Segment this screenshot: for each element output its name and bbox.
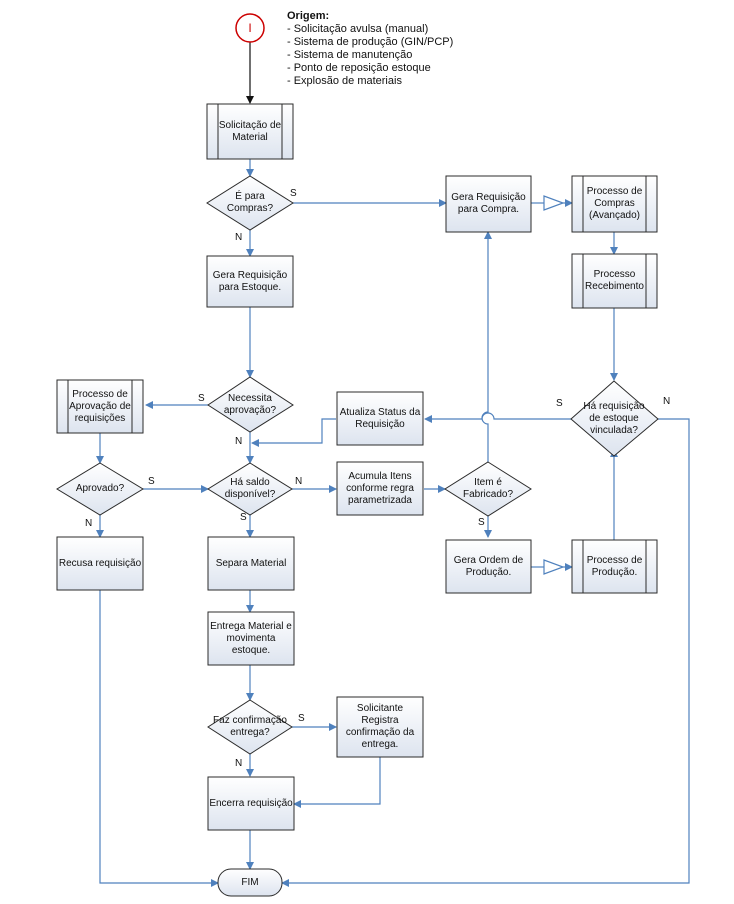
edge-label-saldo-n: N <box>295 476 303 487</box>
faz-confirmacao-decision <box>207 699 293 755</box>
fim-terminator <box>217 868 283 897</box>
separa-label: Separa Material <box>215 557 287 569</box>
solicitacao-label: Solicitação de Material <box>218 119 282 143</box>
edge-label-vinc-n: N <box>663 396 671 407</box>
item-fabricado-decision <box>444 461 532 517</box>
ha-saldo-decision <box>207 462 293 516</box>
ha-saldo-label: Há saldo disponível? <box>224 477 276 500</box>
item-fabricado-label: Item é Fabricado? <box>462 477 514 500</box>
entrega-node <box>207 611 295 666</box>
necessita-aprovacao-label: Necessita aprovação? <box>223 393 277 416</box>
processo-compras-label: Processo de Compras (Avançado) <box>586 186 643 221</box>
gera-ordem-label: Gera Ordem de Produção. <box>453 554 524 578</box>
separa-node <box>207 536 295 591</box>
fim-label: FIM <box>241 876 259 888</box>
e-para-compras-label: É para Compras? <box>226 191 274 214</box>
aprovado-decision <box>56 462 144 516</box>
edge-label-conf-s: S <box>298 713 305 724</box>
edge-vinculada-s <box>424 412 571 423</box>
gera-req-compra-node <box>445 175 532 233</box>
edge-vinculada-n <box>281 418 690 887</box>
processo-recebimento-node <box>571 253 658 309</box>
processo-compras-node <box>571 175 658 233</box>
encerra-node <box>207 776 295 831</box>
gera-req-compra-label: Gera Requisição para Compra. <box>451 192 526 215</box>
edge-label-saldo-s: S <box>240 512 247 523</box>
origin-item: - Explosão de materiais <box>287 75 402 87</box>
edge-label-conf-n: N <box>235 758 243 769</box>
origin-item: - Solicitação avulsa (manual) <box>287 23 429 35</box>
encerra-label: Encerra requisição <box>209 797 293 809</box>
solicitante-registra-label: Solicitante Registra confirmação da entr… <box>345 703 415 750</box>
recusa-node <box>56 536 144 591</box>
gera-ordem-node <box>445 539 532 594</box>
processo-aprovacao-node <box>56 379 144 434</box>
edge-label-aprov-n: N <box>235 436 243 447</box>
edge-label-vinc-s: S <box>556 398 563 409</box>
necessita-aprovacao-decision <box>207 376 294 433</box>
start-connector <box>235 13 265 43</box>
origin-item: - Sistema de manutenção <box>287 49 413 61</box>
faz-confirmacao-label: Faz confirmação entrega? <box>213 715 287 738</box>
aprovado-label: Aprovado? <box>75 483 125 494</box>
recusa-label: Recusa requisição <box>58 557 142 569</box>
edge-recusa-to-fim <box>99 590 219 887</box>
edge-label-aprovado-n: N <box>85 518 93 529</box>
merge-triangle-producao <box>543 559 565 575</box>
origin-item: - Ponto de reposição estoque <box>287 62 431 74</box>
edge-label-aprovado-s: S <box>148 476 155 487</box>
ha-req-vinculada-label: Há requisição de estoque vinculada? <box>583 401 645 436</box>
edge-label-aprov-s: S <box>198 393 205 404</box>
ha-req-vinculada-decision <box>570 380 659 457</box>
acumula-node <box>336 461 424 516</box>
processo-aprovacao-label: Processo de Aprovação de requisições <box>69 388 131 424</box>
edge-fabricado-to-compra <box>481 231 492 462</box>
processo-producao-label: Processo de Produção. <box>586 554 643 578</box>
atualiza-status-label: Atualiza Status da Requisição <box>339 406 421 430</box>
entrega-label: Entrega Material e movimenta estoque. <box>210 620 292 656</box>
start-label: I <box>248 21 252 35</box>
gera-req-estoque-label: Gera Requisição para Estoque. <box>212 269 288 293</box>
gera-req-estoque-node <box>206 255 294 308</box>
edge-label-compras-n: N <box>235 232 243 243</box>
atualiza-status-node <box>336 391 424 446</box>
edge-label-compras-s: S <box>290 188 297 199</box>
solicitante-registra-node <box>336 696 424 758</box>
origin-item: - Sistema de produção (GIN/PCP) <box>287 36 454 48</box>
processo-producao-node <box>571 539 658 594</box>
edge-registra-to-encerra <box>293 757 381 808</box>
origin-note: Origem: - Solicitação avulsa (manual) - … <box>287 10 453 88</box>
acumula-label: Acumula Itens conforme regra parametriza… <box>346 470 414 506</box>
solicitacao-node <box>206 103 294 160</box>
origin-title: Origem: <box>287 10 330 22</box>
processo-recebimento-label: Processo Recebimento <box>585 269 644 292</box>
edge-label-fabricado-s: S <box>478 517 485 528</box>
e-para-compras-decision <box>206 175 294 231</box>
merge-triangle-compra <box>543 195 565 211</box>
edge-atualiza-to-saldo <box>251 418 336 447</box>
